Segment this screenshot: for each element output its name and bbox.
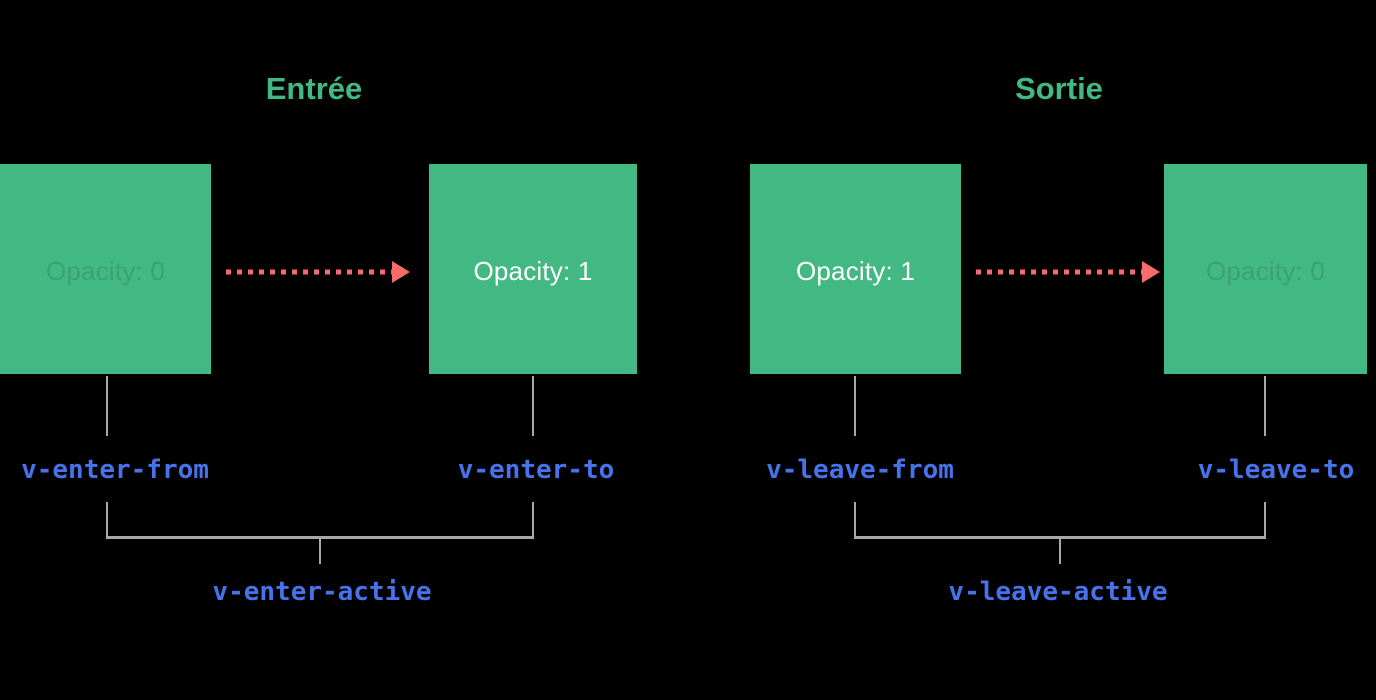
leave-from-box-label: Opacity: 1 bbox=[795, 256, 916, 286]
leave-from-box: Opacity: 1 bbox=[750, 164, 961, 374]
leave-dashed-arrow-icon bbox=[976, 261, 1160, 283]
enter-to-class-label: v-enter-to bbox=[457, 455, 615, 485]
enter-dashed-arrow-icon bbox=[226, 261, 410, 283]
leave-active-class-label: v-leave-active bbox=[948, 577, 1168, 607]
leave-to-box-label: Opacity: 0 bbox=[1205, 256, 1326, 286]
enter-to-box-label: Opacity: 1 bbox=[473, 256, 593, 286]
enter-active-class-label: v-enter-active bbox=[212, 577, 432, 607]
enter-to-box: Opacity: 1 bbox=[429, 164, 637, 374]
leave-section-title: Sortie bbox=[1015, 71, 1103, 106]
enter-from-box: Opacity: 0 bbox=[0, 164, 211, 374]
enter-bracket-left-line bbox=[106, 502, 108, 538]
enter-to-connector-line bbox=[532, 376, 534, 436]
enter-from-class-label: v-enter-from bbox=[21, 455, 209, 485]
leave-from-class-label: v-leave-from bbox=[766, 455, 954, 485]
enter-bracket-stem bbox=[319, 539, 321, 564]
leave-bracket-right-line bbox=[1264, 502, 1266, 538]
leave-bracket-bar bbox=[854, 536, 1266, 539]
leave-to-class-label: v-leave-to bbox=[1197, 455, 1355, 485]
leave-bracket-stem bbox=[1059, 539, 1061, 564]
enter-bracket-right-line bbox=[532, 502, 534, 538]
enter-from-connector-line bbox=[106, 376, 108, 436]
leave-to-box: Opacity: 0 bbox=[1164, 164, 1367, 374]
leave-to-connector-line bbox=[1264, 376, 1266, 436]
leave-from-connector-line bbox=[854, 376, 856, 436]
enter-section-title: Entrée bbox=[265, 71, 363, 106]
enter-from-box-label: Opacity: 0 bbox=[45, 256, 166, 286]
enter-bracket-bar bbox=[106, 536, 534, 539]
leave-bracket-left-line bbox=[854, 502, 856, 538]
